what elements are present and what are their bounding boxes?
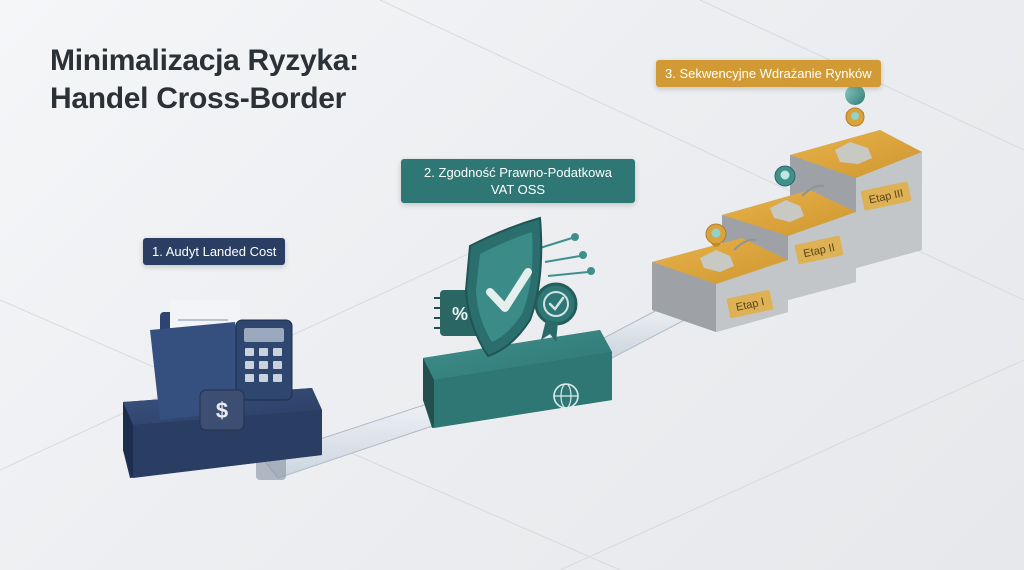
step-3-text: 3. Sekwencyjne Wdrażanie Rynków	[665, 66, 872, 81]
circuit-traces	[539, 233, 595, 277]
compliance-block: %	[423, 216, 612, 428]
location-pin-icon	[705, 223, 727, 247]
seal-badge-icon	[534, 282, 578, 342]
dollar-symbol: $	[216, 398, 228, 423]
title-line-2: Handel Cross-Border	[50, 82, 347, 115]
location-pin-icon	[845, 85, 866, 127]
shield-check-icon	[464, 216, 543, 358]
page-title: Minimalizacja Ryzyka: Handel Cross-Borde…	[50, 42, 359, 118]
step-3-label: 3. Sekwencyjne Wdrażanie Rynków	[656, 60, 881, 87]
stage-label-1: Etap I	[735, 296, 766, 314]
step-1-text: 1. Audyt Landed Cost	[152, 244, 277, 259]
market-stages: Etap III Etap II	[652, 85, 922, 332]
location-pin-icon	[774, 165, 796, 187]
stage-block-1: Etap I	[652, 223, 788, 332]
dollar-icon: $	[199, 389, 245, 431]
audit-block: $	[123, 300, 322, 478]
percent-symbol: %	[452, 304, 468, 324]
step-2-label: 2. Zgodność Prawno-Podatkowa VAT OSS	[401, 159, 635, 203]
folder-icon	[150, 300, 245, 420]
step-2-text-line-1: 2. Zgodność Prawno-Podatkowa	[424, 165, 612, 180]
globe-icon	[553, 383, 579, 409]
calculator-icon	[235, 319, 293, 401]
step-2-text-line-2: VAT OSS	[490, 182, 546, 197]
stage-block-2: Etap II	[722, 165, 856, 300]
step-1-label: 1. Audyt Landed Cost	[143, 238, 286, 265]
title-line-1: Minimalizacja Ryzyka:	[50, 44, 359, 77]
